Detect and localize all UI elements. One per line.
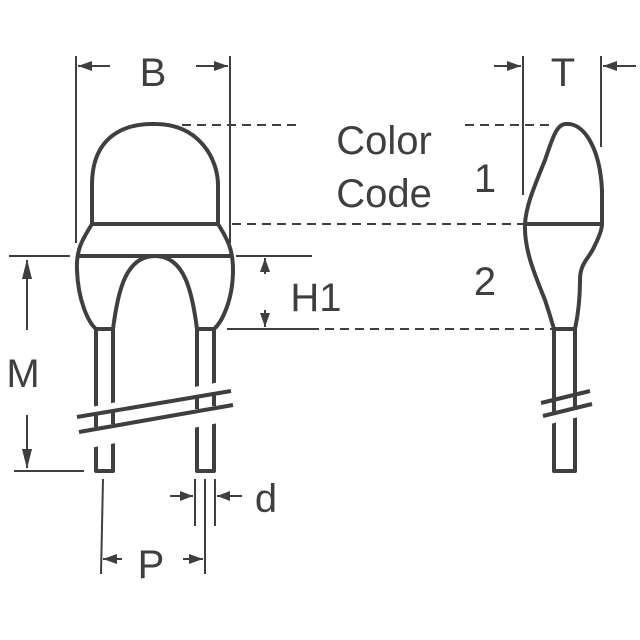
dimension-T: T — [494, 51, 636, 195]
body-lower-band — [74, 222, 235, 331]
label-B: B — [140, 51, 167, 95]
arrow-up-icon — [22, 259, 32, 279]
side-body-upper — [523, 121, 604, 226]
dimension-d: d — [170, 477, 277, 526]
side-break-line-2 — [542, 402, 593, 418]
label-H1: H1 — [290, 276, 341, 320]
side-break-line-1 — [540, 389, 591, 405]
arrow-right-icon — [189, 554, 203, 564]
arrow-left-icon — [217, 491, 230, 501]
label-color: Color — [336, 119, 432, 163]
break-line-1 — [76, 389, 232, 419]
body-dome — [90, 121, 220, 226]
arrow-left-icon — [103, 554, 117, 564]
dimension-H1: H1 — [227, 255, 342, 330]
side-body-lower — [522, 223, 604, 331]
arrow-right-icon — [180, 491, 193, 501]
arrow-up-icon — [260, 258, 270, 272]
label-T: T — [551, 51, 575, 95]
side-view — [522, 121, 604, 473]
label-d: d — [255, 477, 277, 521]
dimension-P: P — [100, 478, 206, 587]
arrow-down-icon — [260, 313, 270, 327]
label-code: Code — [336, 172, 432, 216]
arrow-right-icon — [214, 61, 228, 71]
arrow-left-icon — [78, 61, 92, 71]
arrow-left-icon — [603, 61, 617, 71]
front-view — [67, 121, 243, 473]
label-band-1: 1 — [474, 157, 496, 201]
lead-left — [94, 329, 115, 473]
arrow-down-icon — [22, 449, 32, 469]
arrow-right-icon — [507, 61, 521, 71]
label-band-2: 2 — [474, 260, 496, 304]
dimension-B: B — [75, 51, 231, 243]
break-line-2 — [78, 403, 234, 434]
label-P: P — [138, 543, 165, 587]
dimension-M: M — [6, 255, 84, 472]
label-M: M — [6, 352, 39, 396]
